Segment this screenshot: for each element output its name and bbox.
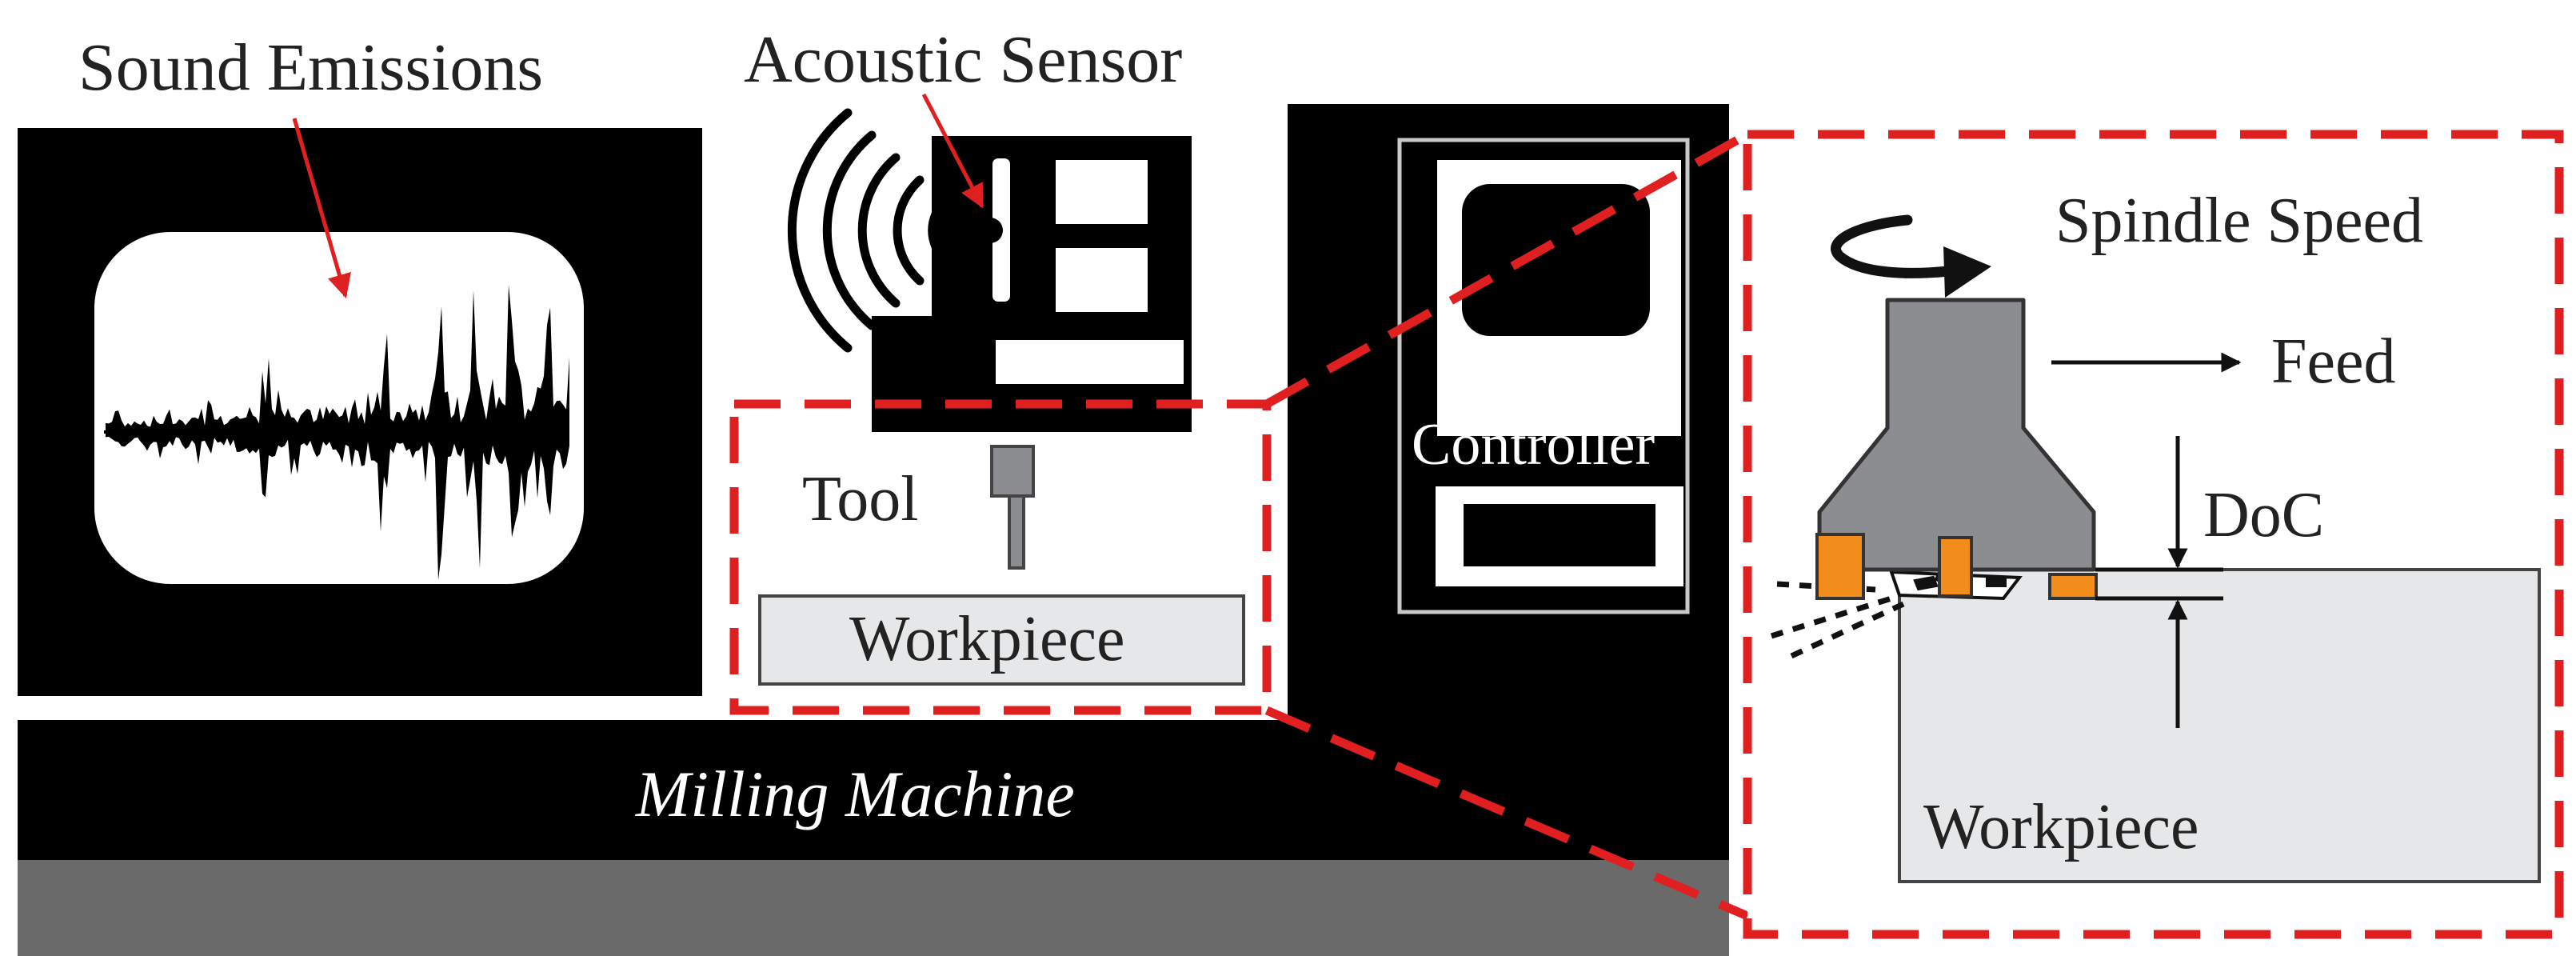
- acoustic-sensor-label: Acoustic Sensor: [744, 22, 1182, 97]
- milling-cutter-body: [1817, 298, 2096, 572]
- spindle-speed-label: Spindle Speed: [2055, 186, 2423, 256]
- workpiece-left: [758, 594, 1245, 686]
- sound-emissions-label: Sound Emissions: [78, 30, 543, 105]
- sound-waveform: [106, 285, 569, 580]
- controller: [1397, 138, 1690, 614]
- sound-monitor-screen: [94, 232, 584, 584]
- controller-label: Controller: [1412, 412, 1655, 478]
- machine-base-strip: [18, 860, 1729, 956]
- spindle-rotation-arrowhead-icon: [1943, 246, 1991, 298]
- acoustic-sensor: [872, 136, 1192, 432]
- acoustic-sensor-pointer-arrow: [921, 93, 984, 209]
- sound-wave-arcs-icon: [787, 108, 949, 353]
- sound-emissions-pointer-arrow: [292, 118, 351, 298]
- workpiece-right: [1898, 568, 2541, 883]
- doc-label: DoC: [2203, 480, 2324, 550]
- cutter-inserts: [1815, 533, 2098, 600]
- callout-connector-bottom: [1264, 706, 1750, 921]
- workpiece-left-label: Workpiece: [849, 604, 1125, 674]
- feed-label: Feed: [2271, 326, 2396, 397]
- workpiece-right-label: Workpiece: [1923, 792, 2199, 862]
- tool-icon: [990, 445, 1035, 570]
- tool-label: Tool: [802, 464, 919, 534]
- milling-machine-label: Milling Machine: [635, 758, 1075, 830]
- callout-connector-top: [1264, 130, 1750, 408]
- spindle-rotation-arrow-icon: [1831, 214, 1961, 278]
